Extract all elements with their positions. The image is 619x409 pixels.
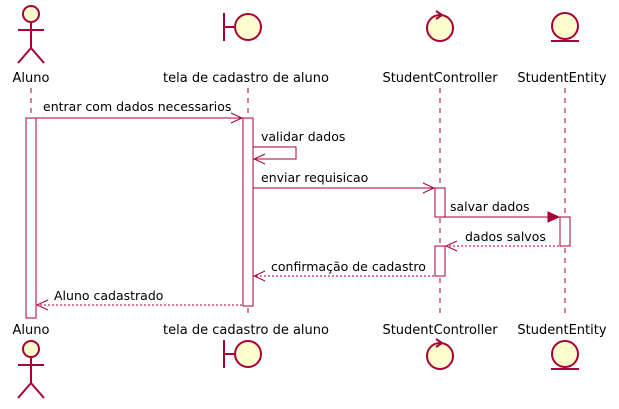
activation-tela: [242, 117, 254, 307]
participant-label-entity-bottom: StudentEntity: [517, 323, 606, 338]
activation-controller-2: [434, 245, 446, 277]
participant-label-tela: tela de cadastro de aluno: [163, 71, 329, 86]
message-3: enviar requisicao: [253, 170, 436, 194]
actor-icon: [17, 5, 45, 64]
message-1: entrar com dados necessarios: [36, 99, 244, 124]
control-icon: [426, 10, 454, 42]
message-label-4: salvar dados: [450, 199, 530, 214]
entity-icon: [551, 340, 579, 370]
messages: entrar com dados necessarios validar dad…: [35, 99, 561, 311]
participant-label-controller-bottom: StudentController: [382, 323, 498, 338]
entity-icon: [551, 12, 579, 42]
message-label-5: dados salvos: [465, 229, 546, 244]
message-2: validar dados: [252, 129, 345, 165]
participant-label-entity: StudentEntity: [517, 71, 606, 86]
activation-aluno: [25, 117, 37, 319]
participant-label-aluno: Aluno: [13, 71, 50, 86]
participants-bottom: Aluno tela de cadastro de aluno StudentC…: [13, 323, 607, 399]
message-label-3: enviar requisicao: [261, 170, 368, 185]
activation-entity: [559, 216, 571, 247]
activation-controller-1: [434, 187, 446, 218]
boundary-icon: [223, 13, 262, 41]
participants-top: Aluno tela de cadastro de aluno StudentC…: [13, 5, 607, 86]
actor-icon: [17, 340, 45, 399]
activations: [25, 117, 571, 319]
participant-label-controller: StudentController: [382, 71, 498, 86]
participant-label-aluno-bottom: Aluno: [13, 323, 50, 338]
message-5: dados salvos: [444, 229, 559, 252]
message-label-2: validar dados: [261, 129, 345, 144]
boundary-icon: [223, 340, 262, 368]
control-icon: [426, 338, 454, 370]
message-label-6: confirmação de cadastro: [271, 259, 426, 274]
message-label-1: entrar com dados necessarios: [43, 99, 231, 114]
message-label-7: Aluno cadastrado: [54, 288, 163, 303]
participant-label-tela-bottom: tela de cadastro de aluno: [163, 323, 329, 338]
message-6: confirmação de cadastro: [252, 259, 434, 282]
message-4: salvar dados: [445, 199, 561, 223]
message-7: Aluno cadastrado: [35, 288, 242, 311]
